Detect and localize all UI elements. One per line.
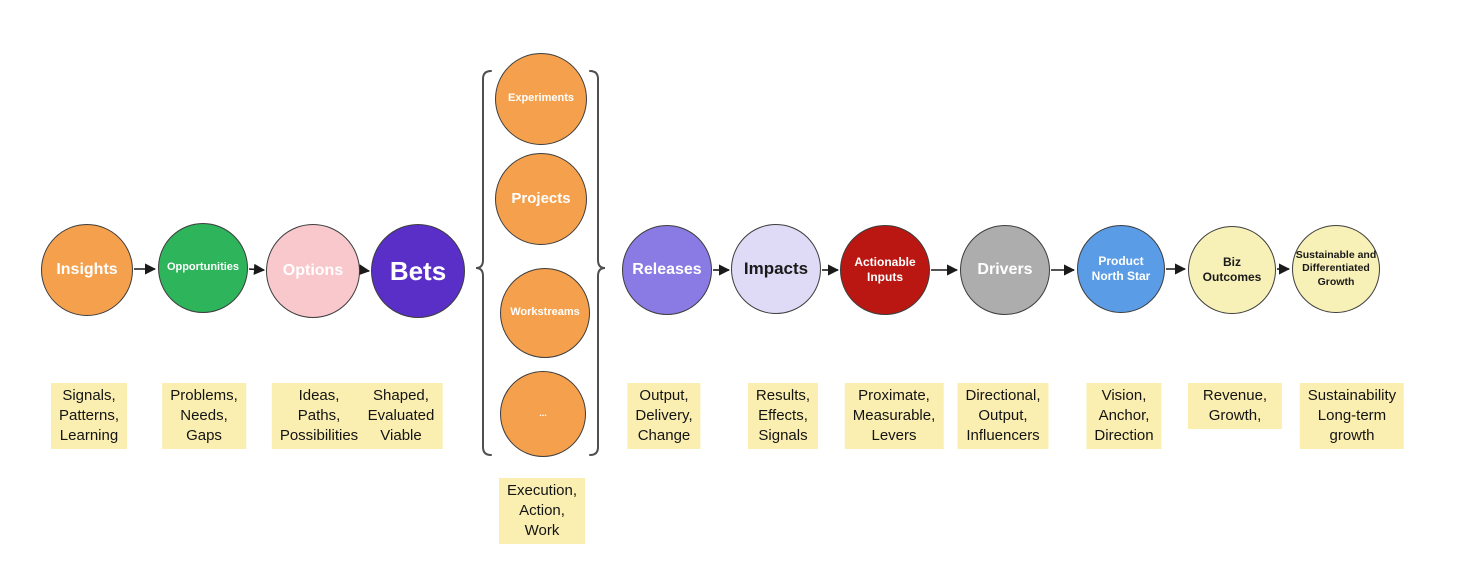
- node-label: Biz Outcomes: [1202, 255, 1262, 284]
- node-projects: Projects: [495, 153, 587, 245]
- node-label: Workstreams: [510, 306, 580, 319]
- annotation-biz-outcomes: Revenue, Growth,: [1187, 383, 1283, 429]
- annotation-insights: Signals, Patterns, Learning: [50, 383, 128, 449]
- right-brace: [589, 70, 606, 456]
- node-drivers: Drivers: [960, 225, 1050, 315]
- node-opportunities: Opportunities: [158, 223, 248, 313]
- node-label: Actionable Inputs: [854, 255, 916, 284]
- node-label: Drivers: [977, 261, 1033, 278]
- arrow-options-bets: [358, 264, 371, 276]
- annotation-opportunities: Problems, Needs, Gaps: [162, 383, 246, 449]
- node-label: Bets: [389, 255, 447, 286]
- node-label: Experiments: [507, 92, 575, 105]
- node-experiments: Experiments: [495, 53, 587, 145]
- node-label: Product North Star: [1091, 254, 1151, 283]
- node-bets: Bets: [371, 224, 465, 318]
- node-ellipsis: ...: [500, 371, 586, 457]
- arrow-opportunities-options: [248, 263, 266, 275]
- node-options: Options: [266, 224, 360, 318]
- node-actionable-inputs: Actionable Inputs: [840, 225, 930, 315]
- annotation-impacts: Results, Effects, Signals: [747, 383, 819, 449]
- node-label: Insights: [56, 261, 118, 278]
- left-brace: [475, 70, 492, 456]
- node-label: Projects: [511, 189, 571, 207]
- annotation-drivers: Directional, Output, Influencers: [957, 383, 1049, 449]
- node-product-north-star: Product North Star: [1077, 225, 1165, 313]
- annotation-product-north-star: Vision, Anchor, Direction: [1086, 383, 1162, 449]
- annotation-execution: Execution, Action, Work: [498, 478, 586, 544]
- node-label: ...: [539, 408, 547, 419]
- node-label: Releases: [632, 261, 702, 278]
- annotation-bets: Shaped, Evaluated Viable: [359, 383, 443, 449]
- node-sustainable-growth: Sustainable and Differentiated Growth: [1292, 225, 1380, 313]
- node-workstreams: Workstreams: [500, 268, 590, 358]
- node-releases: Releases: [622, 225, 712, 315]
- node-label: Opportunities: [166, 261, 240, 274]
- node-impacts: Impacts: [731, 224, 821, 314]
- node-insights: Insights: [41, 224, 133, 316]
- annotation-options: Ideas, Paths, Possibilities: [271, 383, 367, 449]
- annotation-sustainable-growth: Sustainability Long-term growth: [1299, 383, 1405, 449]
- node-label: Sustainable and Differentiated Growth: [1295, 249, 1377, 288]
- annotation-releases: Output, Delivery, Change: [627, 383, 701, 449]
- node-label: Options: [282, 262, 344, 279]
- node-biz-outcomes: Biz Outcomes: [1188, 226, 1276, 314]
- node-label: Impacts: [743, 259, 809, 279]
- annotation-actionable-inputs: Proximate, Measurable, Levers: [844, 383, 944, 449]
